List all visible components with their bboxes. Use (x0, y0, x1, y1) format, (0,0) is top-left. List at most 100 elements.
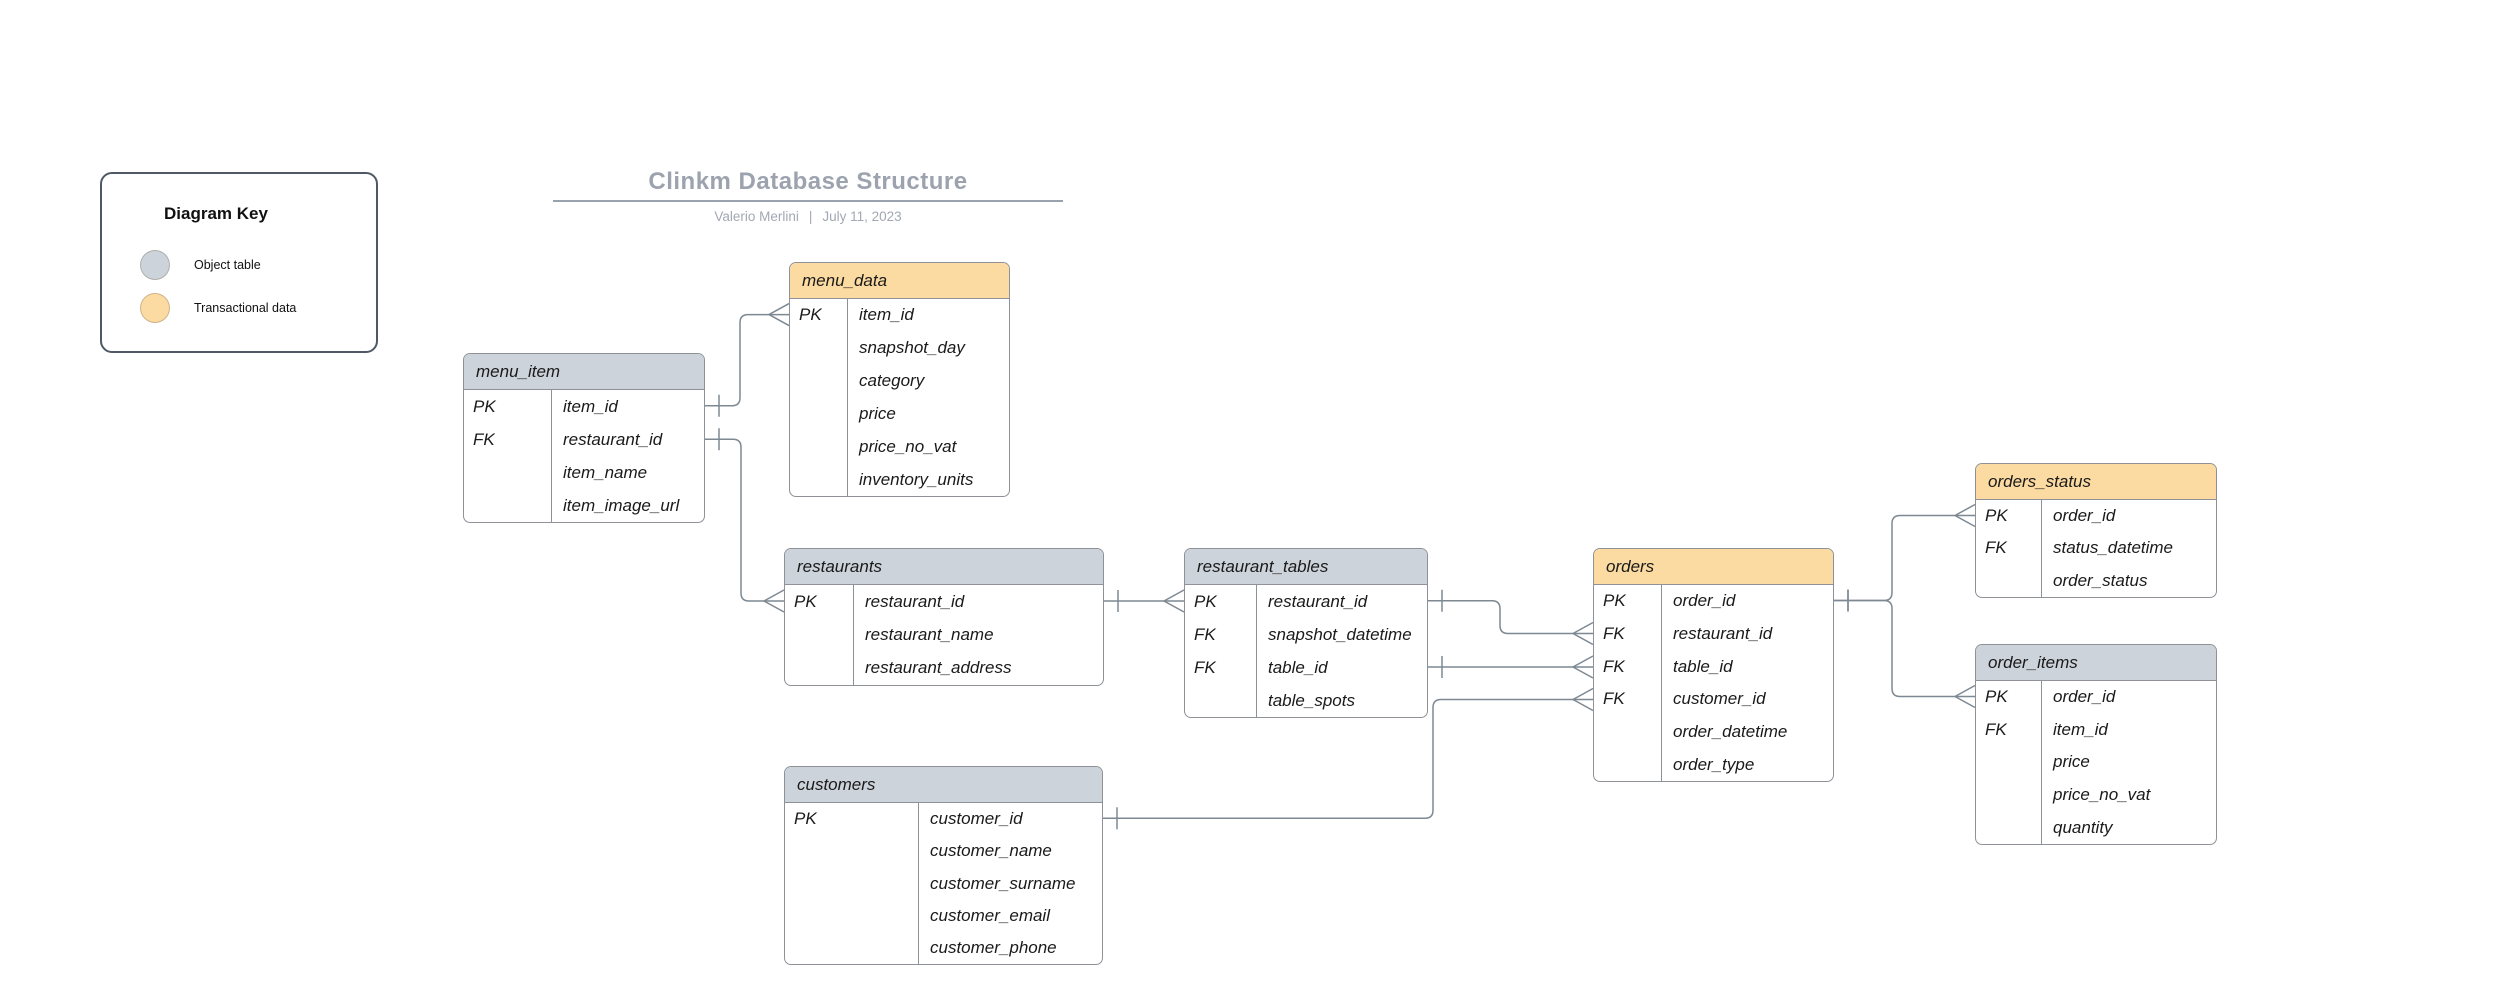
field-cell: order_status (2053, 570, 2148, 590)
relationship-menu_item-restaurants (705, 428, 785, 613)
table-title-order_items: order_items (1976, 645, 2216, 681)
field-cell: price (2053, 752, 2090, 772)
field-cell: restaurant_id (1673, 624, 1773, 643)
field-cell: price_no_vat (2053, 785, 2151, 805)
field-cell: item_image_url (563, 495, 680, 515)
field-cell: order_id (2053, 687, 2116, 707)
diagram-title: Clinkm Database Structure (648, 168, 968, 195)
field-cell: customer_id (1673, 689, 1766, 709)
relationship-orders-orders_status (1834, 503, 1976, 612)
key-cell (464, 489, 551, 522)
key-swatch-circle (140, 293, 170, 323)
key-cell (1594, 716, 1661, 749)
field-cell: restaurant_id (865, 591, 965, 611)
field-cell: order_datetime (1673, 722, 1788, 742)
key-cell: FK (1985, 538, 2007, 558)
field-cell: table_id (1268, 657, 1328, 677)
field-cell: order_type (1673, 754, 1755, 774)
key-cell: PK (1194, 591, 1217, 611)
key-cell: PK (1985, 687, 2008, 707)
key-cell (1976, 811, 2041, 844)
field-cell: customer_id (930, 809, 1023, 829)
field-cell: item_name (563, 462, 648, 482)
title-block: Clinkm Database Structure Valerio Merlin… (553, 168, 1063, 224)
key-cell: FK (1603, 656, 1625, 676)
author-name: Valerio Merlini (714, 209, 799, 224)
field-cell: item_id (563, 396, 618, 416)
field-cell: customer_name (930, 841, 1052, 861)
field-cell: category (859, 371, 925, 391)
table-title-menu_item: menu_item (464, 354, 704, 390)
key-item-label: Transactional data (194, 301, 297, 315)
field-column: order_id status_datetime order_status (2042, 500, 2216, 597)
key-cell: FK (1194, 624, 1216, 644)
key-cell (785, 835, 918, 867)
diagram-subtitle: Valerio Merlini | July 11, 2023 (553, 209, 1063, 224)
table-title-restaurants: restaurants (785, 549, 1103, 585)
field-cell: customer_phone (930, 937, 1057, 957)
key-cell: FK (1603, 689, 1625, 709)
field-cell: restaurant_name (865, 624, 994, 644)
subtitle-separator: | (808, 209, 813, 224)
relationship-orders-order_items (1834, 589, 1976, 709)
field-cell: order_id (1673, 591, 1736, 611)
key-cell (785, 652, 853, 685)
key-cell (1185, 684, 1256, 717)
field-cell: item_id (2053, 719, 2108, 739)
field-column: order_id restaurant_id table_id customer_id… (1662, 585, 1833, 781)
key-cell: FK (1603, 624, 1625, 643)
key-swatch-circle (140, 250, 170, 280)
key-column: PK (790, 299, 848, 496)
key-cell (1594, 748, 1661, 781)
field-cell: table_id (1673, 656, 1733, 676)
table-title-menu_data: menu_data (790, 263, 1009, 299)
table-title-restaurant_tables: restaurant_tables (1185, 549, 1427, 585)
field-cell: quantity (2053, 817, 2113, 837)
relationship-restaurants-restaurant_tables (1104, 589, 1185, 613)
diagram-key-title: Diagram Key (164, 204, 268, 223)
key-cell (785, 932, 918, 964)
key-cell: PK (794, 809, 817, 829)
key-cell (464, 456, 551, 489)
field-cell: table_spots (1268, 690, 1355, 710)
relationship-restaurant_tables-orders-restaurant (1428, 589, 1594, 646)
field-column: item_id restaurant_id item_name item_image_… (552, 390, 704, 522)
key-item-label: Object table (194, 258, 261, 272)
field-cell: restaurant_id (563, 429, 663, 449)
key-cell (1976, 779, 2041, 812)
diagram-date: July 11, 2023 (822, 209, 902, 224)
field-cell: item_id (859, 305, 914, 325)
field-cell: snapshot_datetime (1268, 624, 1412, 644)
key-cell: FK (1985, 719, 2007, 739)
field-cell: price_no_vat (859, 436, 957, 456)
field-cell: order_id (2053, 506, 2116, 526)
key-cell (790, 365, 847, 398)
key-cell (790, 332, 847, 365)
key-column: PK FK FK (1185, 585, 1257, 717)
field-cell: customer_email (930, 905, 1050, 925)
field-cell: status_datetime (2053, 538, 2174, 558)
key-cell: PK (1603, 591, 1626, 611)
key-column: PK (785, 803, 919, 964)
key-cell: PK (799, 305, 822, 325)
key-column: PK FK FK FK (1594, 585, 1662, 781)
key-cell: FK (1194, 657, 1216, 677)
key-cell (790, 430, 847, 463)
key-cell: FK (473, 429, 495, 449)
key-cell (1976, 565, 2041, 597)
field-cell: restaurant_id (1268, 591, 1368, 611)
key-cell (790, 463, 847, 496)
